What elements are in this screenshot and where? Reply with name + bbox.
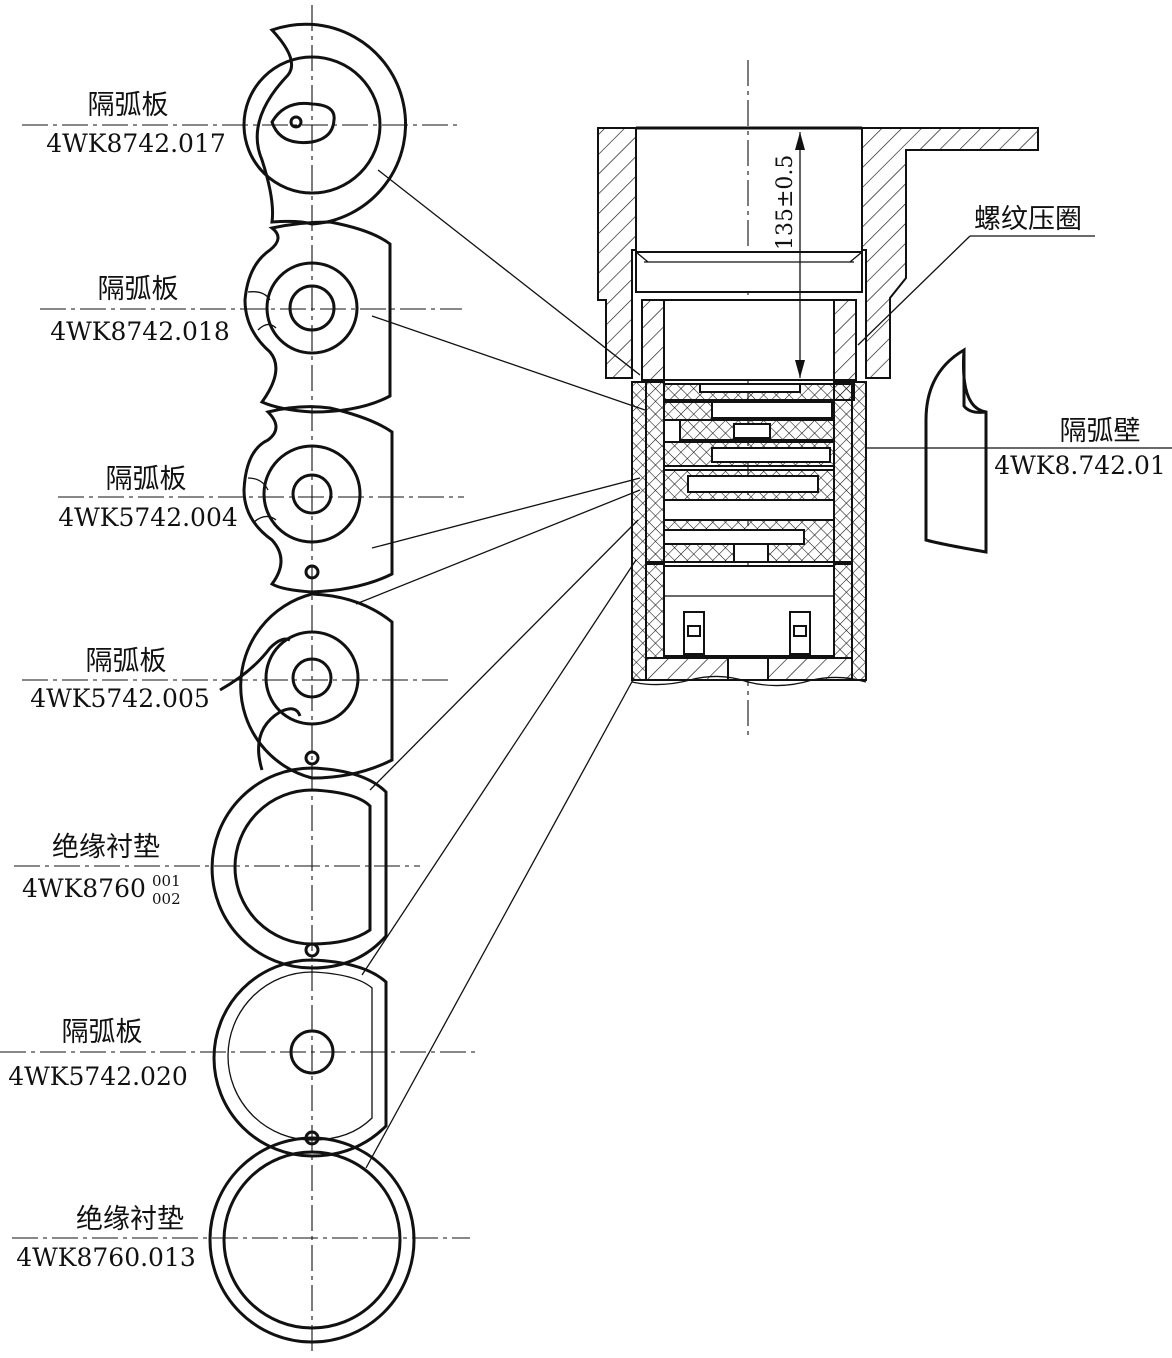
label-code-5: 4WK8760 — [22, 874, 146, 903]
plate-3 — [58, 405, 464, 594]
part-labels: 隔弧板 4WK8742.017 隔弧板 4WK8742.018 隔弧板 4WK5… — [8, 90, 238, 1272]
arc-wall-left — [631, 381, 647, 681]
wall-label: 隔弧壁 — [1060, 416, 1141, 447]
dimension-text: 135±0.5 — [773, 155, 798, 250]
threaded-ring — [635, 251, 863, 293]
label-name-1: 隔弧板 — [88, 90, 169, 121]
label-code-7: 4WK8760.013 — [16, 1243, 196, 1272]
housing-left — [597, 127, 637, 379]
label-name-7: 绝缘衬垫 — [76, 1204, 184, 1235]
label-code-2: 4WK8742.018 — [50, 317, 230, 346]
plate-1 — [22, 22, 462, 226]
plate-stack — [0, 5, 480, 1355]
label-name-3: 隔弧板 — [106, 464, 187, 495]
wall-code: 4WK8.742.01 — [994, 451, 1166, 480]
label-name-4: 隔弧板 — [86, 646, 167, 677]
label-code-4: 4WK5742.005 — [30, 684, 210, 713]
leader-lines — [355, 169, 646, 1169]
label-name-6: 隔弧板 — [62, 1017, 143, 1048]
plate-6 — [0, 958, 480, 1158]
label-code-1: 4WK8742.017 — [46, 129, 226, 158]
arc-wall-right — [851, 381, 867, 681]
arc-wall-part — [924, 347, 988, 554]
plate-5 — [14, 766, 420, 970]
label-name-2: 隔弧板 — [98, 274, 179, 305]
label-code-3: 4WK5742.004 — [58, 503, 238, 532]
contact-right — [789, 611, 811, 655]
housing-right — [861, 127, 1039, 379]
plate-2 — [40, 220, 462, 414]
label-code-5-sub: 002 — [152, 890, 181, 908]
plate-7 — [12, 1136, 470, 1344]
label-code-6: 4WK5742.020 — [8, 1062, 188, 1091]
contact-left — [683, 611, 705, 655]
label-name-5: 绝缘衬垫 — [52, 832, 160, 863]
ring-label: 螺纹压圈 — [974, 204, 1082, 235]
label-code-5-sup: 001 — [152, 872, 181, 890]
assembly-section: 135±0.5 螺纹压圈 隔弧壁 4WK8.742.01 — [597, 60, 1172, 740]
